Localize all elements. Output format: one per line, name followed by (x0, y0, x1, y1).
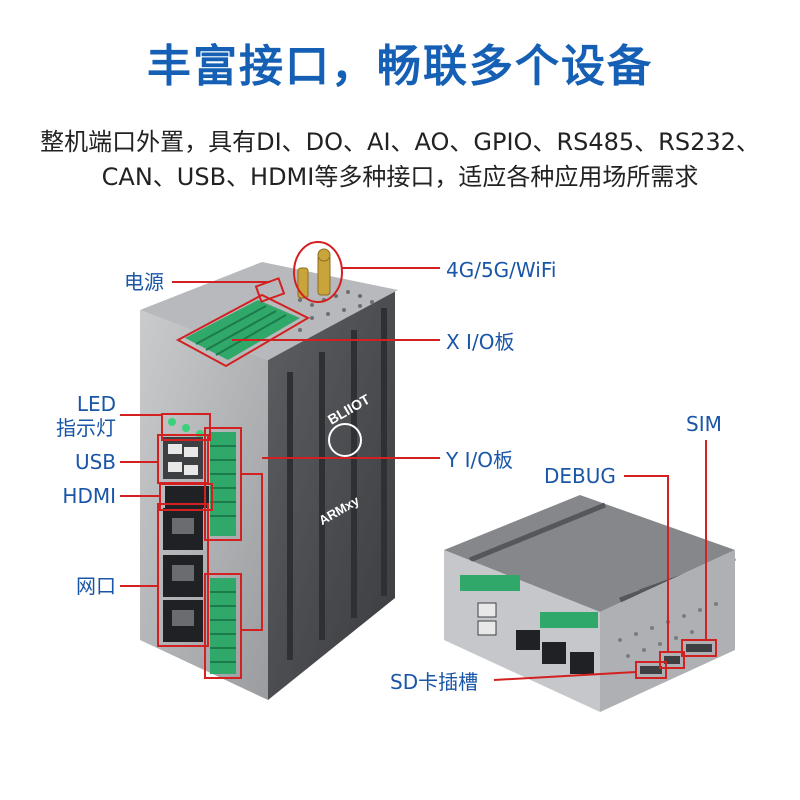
sd-slot (640, 666, 662, 674)
callout-ethernet: 网口 (76, 574, 116, 598)
large-device-logo (328, 423, 362, 457)
large-device-side-panel (268, 290, 395, 700)
y-io-terminal-block (210, 432, 236, 674)
callout-sd-slot: SD卡插槽 (390, 670, 479, 694)
subtitle-line-1: 整机端口外置，具有DI、DO、AI、AO、GPIO、RS485、RS232、 (40, 128, 760, 156)
small-device (444, 495, 736, 712)
sim-slot (686, 644, 712, 652)
callout-hdmi: HDMI (62, 484, 116, 508)
callout-led-indicator: 指示灯 (56, 416, 116, 440)
callout-led: LED (76, 392, 116, 416)
large-device: BLIIOT ARMxy (140, 248, 398, 700)
debug-port (664, 656, 680, 664)
hdmi-port (165, 486, 209, 508)
callout-debug: DEBUG (544, 464, 616, 488)
page-title: 丰富接口，畅联多个设备 (147, 41, 653, 92)
callout-usb: USB (74, 450, 116, 474)
antenna (297, 248, 331, 299)
callout-power: 电源 (124, 270, 164, 294)
usb-ports (163, 437, 203, 479)
callout-antenna: 4G/5G/WiFi (446, 258, 557, 282)
callout-x-io: X I/O板 (446, 330, 515, 354)
callout-sim: SIM (686, 412, 722, 436)
x-io-terminal-block (185, 300, 300, 360)
callout-y-io: Y I/O板 (446, 448, 513, 472)
subtitle-line-2: CAN、USB、HDMI等多种接口，适应各种应用场所需求 (101, 163, 699, 191)
callout-markers (120, 241, 717, 681)
large-device-fins (287, 308, 387, 660)
